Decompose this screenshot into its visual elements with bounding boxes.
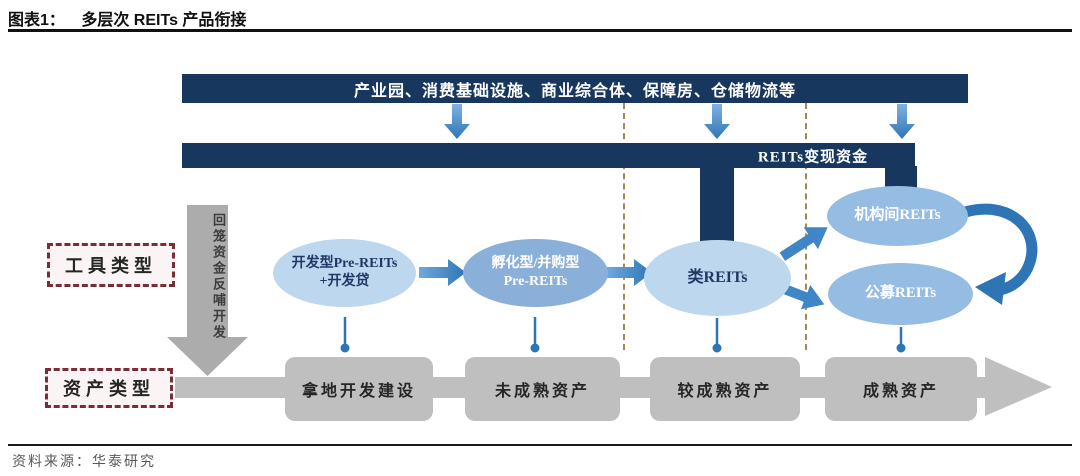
- recycle-funds-label: 回笼资金反哺开发: [211, 213, 226, 341]
- reits-funds-label: REITs变现资金: [757, 149, 869, 165]
- ellipse-label: 类REITs: [687, 268, 748, 286]
- ellipse-development-pre-reits: 开发型Pre-REITs +开发贷: [273, 239, 416, 307]
- down-arrow-icon: [444, 104, 470, 139]
- source-note: 资料来源：华泰研究: [12, 455, 156, 470]
- asset-stage-land-development: 拿地开发建设: [285, 357, 433, 421]
- stage-divider-line-2: [805, 103, 807, 350]
- ellipse-label: 机构间REITs: [854, 207, 941, 224]
- asset-stage-label: 拿地开发建设: [301, 383, 416, 400]
- figure-title-text: 多层次 REITs 产品衔接: [81, 12, 247, 29]
- asset-stage-mature: 成熟资产: [825, 357, 977, 421]
- ellipse-label: Pre-REITs: [503, 274, 568, 289]
- asset-stage-label: 成熟资产: [862, 383, 939, 400]
- bottom-divider: [8, 444, 1072, 446]
- asset-stage-semi-mature: 较成熟资产: [650, 357, 800, 421]
- right-arrow-icon: [419, 259, 466, 286]
- ellipse-label: +开发贷: [319, 274, 370, 289]
- asset-track-arrowhead: [985, 357, 1052, 416]
- asset-type-label: 资产类型: [63, 379, 155, 399]
- funds-column-to-quasi-reits: [700, 166, 734, 244]
- ellipse-quasi-reits: 类REITs: [644, 240, 791, 316]
- ellipse-public-reits: 公募REITs: [828, 263, 973, 325]
- ellipse-incubation-pre-reits: 孵化型/并购型 Pre-REITs: [463, 239, 608, 307]
- title-divider: [8, 29, 1072, 32]
- curved-arrow-head: [975, 272, 1006, 305]
- ellipse-label: 孵化型/并购型: [491, 255, 580, 271]
- asset-type-label-box: 资产类型: [45, 368, 173, 408]
- figure-number: 图表1：: [8, 12, 65, 29]
- figure-title: 图表1： 多层次 REITs 产品衔接: [8, 6, 246, 30]
- reits-funds-bar: REITs变现资金: [182, 143, 915, 168]
- down-arrow-icon: [889, 104, 915, 139]
- stage-divider-line-1: [623, 103, 625, 350]
- property-types-bar: 产业园、消费基础设施、商业综合体、保障房、仓储物流等: [182, 74, 968, 103]
- asset-stage-immature: 未成熟资产: [465, 357, 620, 421]
- down-arrow-icon: [704, 104, 730, 139]
- asset-stage-label: 较成熟资产: [677, 383, 773, 400]
- tool-type-label: 工具类型: [65, 256, 157, 276]
- curved-arrow: [960, 203, 1038, 296]
- asset-stage-label: 未成熟资产: [494, 383, 590, 400]
- tool-type-label-box: 工具类型: [47, 243, 175, 287]
- property-types-label: 产业园、消费基础设施、商业综合体、保障房、仓储物流等: [353, 82, 796, 100]
- ellipse-interbank-reits: 机构间REITs: [827, 186, 968, 246]
- ellipse-label: 公募REITs: [864, 285, 937, 302]
- ellipse-label: 开发型Pre-REITs: [291, 255, 398, 271]
